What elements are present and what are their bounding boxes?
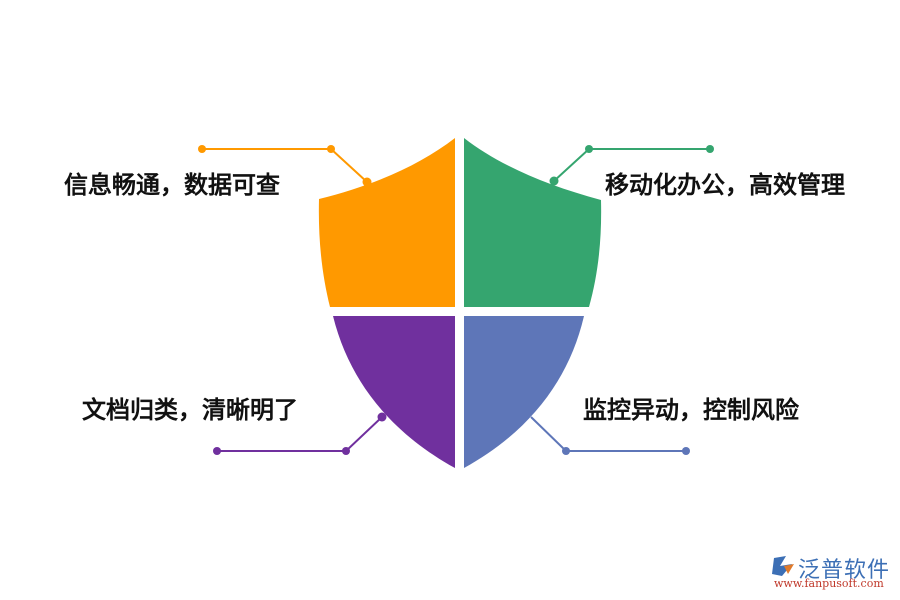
label-top-left: 信息畅通，数据可查 (64, 171, 280, 199)
logo-brand-text: 泛普软件 (798, 558, 891, 583)
label-bottom-right: 监控异动，控制风险 (583, 396, 799, 424)
connector-top-right (549, 145, 714, 186)
connector-top-left (198, 145, 372, 187)
connector-bottom-left (213, 412, 387, 455)
shield-quadrant-bottom-left (333, 316, 455, 468)
label-bottom-left: 文档归类，清晰明了 (82, 396, 298, 424)
label-top-right: 移动化办公，高效管理 (605, 171, 845, 199)
logo-mark-icon (772, 556, 794, 576)
shield-quadrant-bottom-right (464, 316, 584, 468)
connector-bottom-right (530, 416, 690, 455)
shield-quadrant-top-right (464, 138, 602, 307)
fanpu-logo: 泛普软件 www.fanpusoft.com (768, 552, 896, 592)
logo-url-text: www.fanpusoft.com (774, 577, 884, 590)
shield-quadrant-top-left (318, 138, 455, 307)
